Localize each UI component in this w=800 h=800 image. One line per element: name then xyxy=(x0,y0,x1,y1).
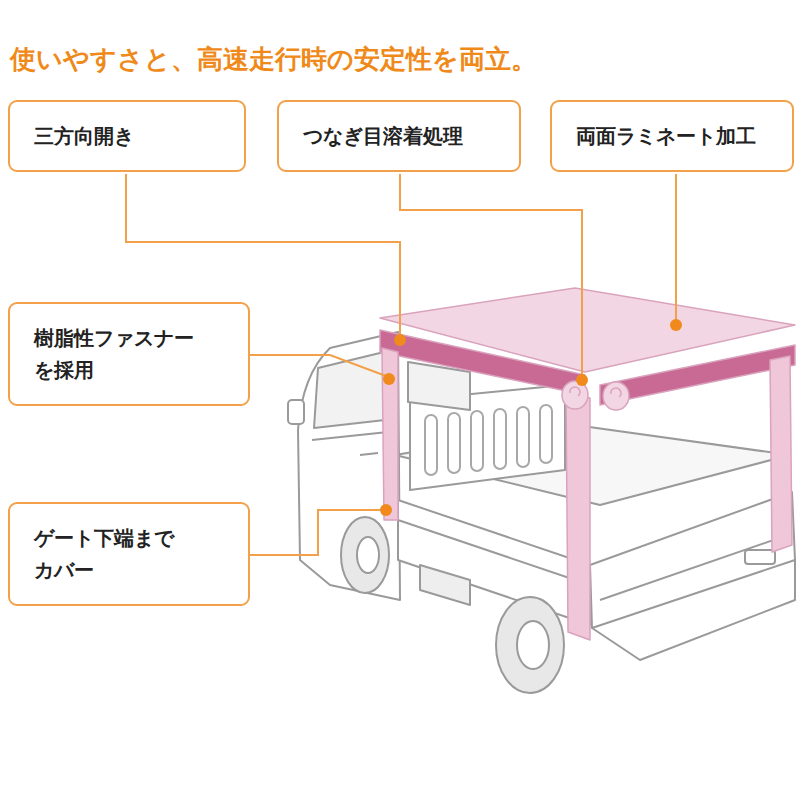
callout-label: 三方向開き xyxy=(34,120,134,152)
callout-label: つなぎ目溶着処理 xyxy=(303,120,463,152)
callout-label: 両面ラミネート加工 xyxy=(576,120,756,152)
callout-box: つなぎ目溶着処理 xyxy=(277,100,521,172)
callout-label: 樹脂性ファスナー を採用 xyxy=(34,322,198,386)
page-title: 使いやすさと、高速走行時の安定性を両立。 xyxy=(10,42,537,77)
callout-box: 三方向開き xyxy=(8,100,246,172)
callout-label: ゲート下端まで カバー xyxy=(34,522,178,586)
callout-box: ゲート下端まで カバー xyxy=(8,502,250,606)
callout-box: 樹脂性ファスナー を採用 xyxy=(8,302,250,406)
callout-box: 両面ラミネート加工 xyxy=(550,100,794,172)
